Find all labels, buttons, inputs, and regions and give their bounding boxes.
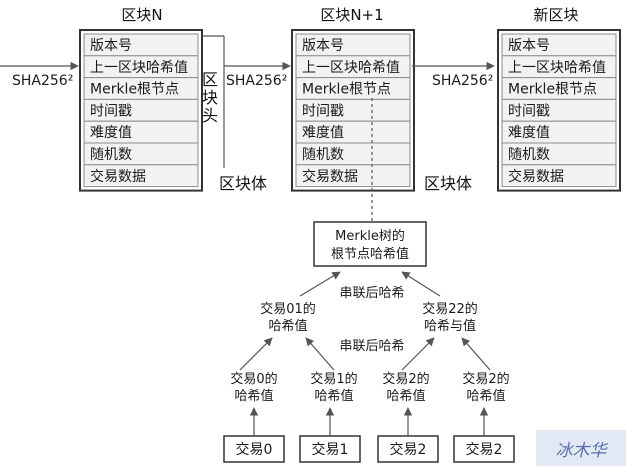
tx-box-1 xyxy=(299,435,361,463)
block-field-label: 上一区块哈希值 xyxy=(302,60,400,76)
arrow-l2a-root xyxy=(299,271,341,297)
watermark-text: 冰木华 xyxy=(556,441,609,461)
block-field-label: 时间戳 xyxy=(302,103,344,119)
level1-node-a-line-2: 哈希值 xyxy=(234,388,273,404)
block-field-label: Merkle根节点 xyxy=(90,82,179,98)
block-field-label: 版本号 xyxy=(508,38,550,54)
level2-node-b-line-2: 哈希与值 xyxy=(424,318,476,334)
level1-node-b-line-1: 交易1的 xyxy=(310,371,357,387)
tx-label-3: 交易2 xyxy=(466,441,503,458)
block-field-label: 交易数据 xyxy=(302,168,358,185)
block-body-label-2: 区块体 xyxy=(424,174,472,193)
block-field-label: 版本号 xyxy=(90,38,132,54)
arrow-l1c-l2b xyxy=(401,337,435,371)
concat-hash-label-mid: 串联后哈希 xyxy=(339,339,404,354)
tx-box-2 xyxy=(377,435,439,463)
arrow-l1a-l2a xyxy=(239,337,273,371)
merkle-root-line-2: 根节点哈希值 xyxy=(331,246,409,262)
block-field-label: Merkle根节点 xyxy=(508,82,597,98)
block-field-label: 交易数据 xyxy=(508,168,564,185)
block-field-label: 难度值 xyxy=(508,125,550,141)
block-field-label: 时间戳 xyxy=(508,103,550,119)
block-field-label: 版本号 xyxy=(302,38,344,54)
hash-label-in: SHA256² xyxy=(12,73,73,89)
tx-label-2: 交易2 xyxy=(390,441,427,458)
block-title-n-plus-1: 区块N+1 xyxy=(320,6,383,24)
level1-node-b-line-2: 哈希值 xyxy=(314,388,353,404)
level1-node-c-line-2: 哈希值 xyxy=(386,388,425,404)
block-header-label-char-1: 区 xyxy=(202,70,218,89)
merkle-root-node xyxy=(313,221,427,267)
block-field-label: 随机数 xyxy=(302,147,344,163)
block-field-label: 随机数 xyxy=(90,147,132,163)
tx-label-0: 交易0 xyxy=(236,441,273,458)
level2-node-a-line-2: 哈希值 xyxy=(268,318,307,334)
tx-box-3 xyxy=(453,435,515,463)
tx-box-0 xyxy=(223,435,285,463)
level1-node-a-line-1: 交易0的 xyxy=(230,371,277,387)
block-field-label: 上一区块哈希值 xyxy=(508,60,606,76)
block-field-cell xyxy=(501,164,617,188)
block-field-label: 难度值 xyxy=(302,125,344,141)
arrow-l1d-l2b xyxy=(461,337,491,371)
watermark-logo: 冰木华 xyxy=(536,430,626,466)
level2-node-a-line-1: 交易01的 xyxy=(260,301,316,317)
block-field-label: Merkle根节点 xyxy=(302,82,391,98)
merkle-root-line-1: Merkle树的 xyxy=(335,228,405,244)
concat-hash-label-top: 串联后哈希 xyxy=(339,286,404,301)
block-title-new: 新区块 xyxy=(533,6,578,24)
block-field-label: 时间戳 xyxy=(90,103,132,119)
block-body-label-1: 区块体 xyxy=(219,174,267,193)
arrow-l2b-root xyxy=(401,271,441,297)
level1-node-c-line-1: 交易2的 xyxy=(382,371,429,387)
block-title-n: 区块N xyxy=(121,6,162,24)
hash-label-1: SHA256² xyxy=(226,73,287,89)
level1-node-d-line-2: 哈希值 xyxy=(466,388,505,404)
hash-label-2: SHA256² xyxy=(432,73,493,89)
arrow-l1b-l2a xyxy=(305,337,335,371)
block-field-label: 上一区块哈希值 xyxy=(90,60,188,76)
block-header-label-char-2: 块 xyxy=(202,88,218,107)
level2-node-b-line-1: 交易22的 xyxy=(422,301,478,317)
block-header-label-char-3: 头 xyxy=(202,106,218,125)
level1-node-d-line-1: 交易2的 xyxy=(462,371,509,387)
block-field-label: 交易数据 xyxy=(90,168,146,185)
block-field-cell xyxy=(295,164,411,188)
block-field-label: 难度值 xyxy=(90,125,132,141)
tx-label-1: 交易1 xyxy=(312,441,349,458)
block-field-label: 随机数 xyxy=(508,147,550,163)
block-field-cell xyxy=(83,164,199,188)
